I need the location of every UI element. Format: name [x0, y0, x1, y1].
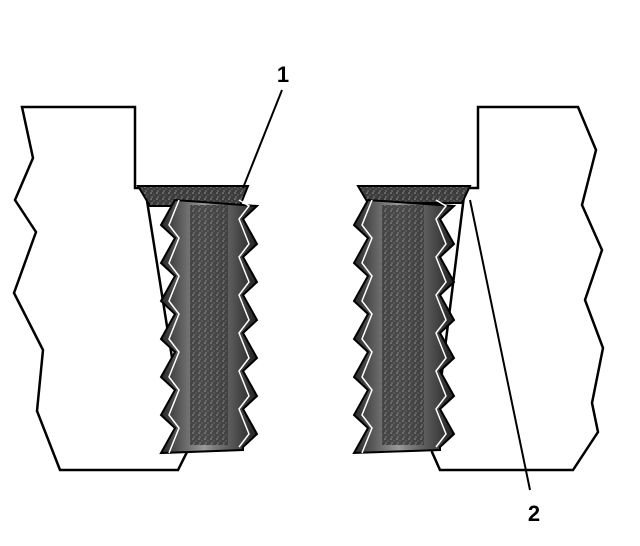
right-workpiece: [356, 105, 605, 472]
left-insert-core: [190, 205, 228, 445]
right-insert-thread-crests: [361, 199, 448, 454]
left-block-outline: [12, 105, 189, 472]
callout-2: 2: [469, 199, 540, 526]
callout-2-label: 2: [528, 501, 540, 526]
right-insert-core: [382, 205, 424, 445]
callout-2-leader-line: [469, 199, 531, 491]
left-insert-thread-crests: [168, 199, 251, 454]
callout-1-leader-line: [242, 89, 283, 189]
right-block-outline: [430, 105, 605, 472]
callout-1-label: 1: [277, 62, 289, 87]
callout-1: 1: [242, 62, 289, 189]
right-insert-top-flange: [356, 185, 472, 204]
right-threaded-insert: [352, 198, 457, 455]
left-workpiece: [12, 105, 250, 472]
left-threaded-insert: [159, 198, 260, 455]
